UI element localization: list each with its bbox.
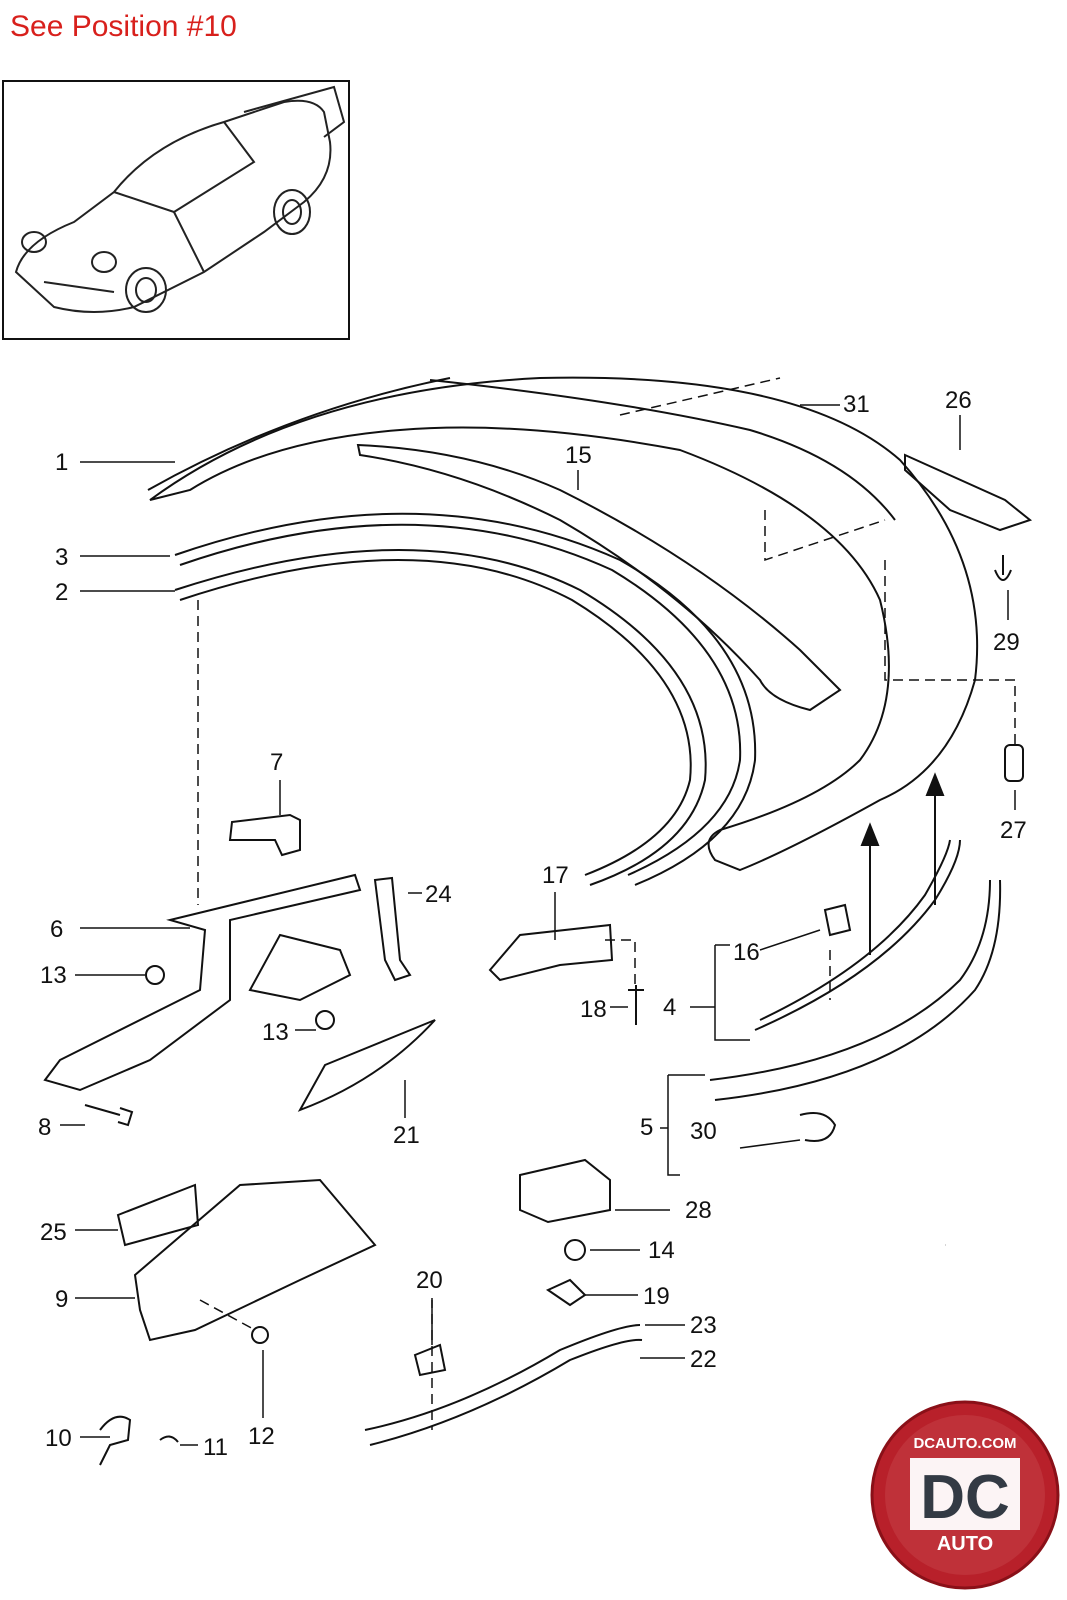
vehicle-thumbnail [2, 80, 350, 340]
logo-sub-text: AUTO [937, 1533, 993, 1555]
callout-27: 27 [1000, 817, 1027, 844]
callout-23: 23 [690, 1312, 717, 1339]
callout-21: 21 [393, 1122, 420, 1149]
callout-30: 30 [690, 1118, 717, 1145]
hardtop-shell [149, 376, 979, 872]
see-position-note: See Position #10 [10, 10, 237, 43]
seal-2 [174, 549, 707, 886]
callout-11: 11 [203, 1434, 228, 1461]
callout-25: 25 [40, 1219, 67, 1246]
callout-22: 22 [690, 1346, 717, 1373]
callout-8: 8 [38, 1114, 51, 1141]
part-24 [373, 876, 412, 982]
callout-13-upper: 13 [40, 962, 67, 989]
callout-15: 15 [565, 442, 592, 469]
callout-7: 7 [270, 749, 283, 776]
callout-17: 17 [542, 862, 569, 889]
trim-strip [147, 377, 451, 491]
callout-16: 16 [733, 939, 760, 966]
callout-1: 1 [55, 449, 68, 476]
part-25 [116, 1183, 200, 1247]
bracket-9 [133, 1178, 377, 1342]
callout-20: 20 [416, 1267, 443, 1294]
logo-main-text: DC [920, 1463, 1010, 1532]
logo-site-text: DCAUTO.COM [913, 1435, 1016, 1452]
callout-10: 10 [45, 1425, 72, 1452]
callout-18: 18 [580, 996, 607, 1023]
part-7 [228, 813, 301, 857]
dcauto-logo: DCAUTO.COM DC AUTO [870, 1400, 1060, 1590]
relay-block-28 [519, 1158, 611, 1224]
part-21 [297, 1019, 436, 1112]
callout-6: 6 [50, 916, 63, 943]
callout-2: 2 [55, 579, 68, 606]
callout-19: 19 [643, 1283, 670, 1310]
callout-24: 24 [425, 881, 452, 908]
callout-9: 9 [55, 1286, 68, 1313]
frame-6 [43, 873, 362, 1092]
callout-28: 28 [685, 1197, 712, 1224]
callout-13-lower: 13 [262, 1019, 289, 1046]
callout-14: 14 [648, 1237, 675, 1264]
callout-3: 3 [55, 544, 68, 571]
callout-5: 5 [640, 1114, 653, 1141]
seal-3 [174, 512, 757, 886]
side-rail [754, 839, 961, 1031]
callout-4: 4 [663, 994, 676, 1021]
callout-29: 29 [993, 629, 1020, 656]
car-icon [14, 85, 346, 313]
callout-31: 31 [843, 391, 870, 418]
bracket-26 [904, 453, 1033, 532]
rail-22 [364, 1324, 641, 1431]
callout-12: 12 [248, 1423, 275, 1450]
part-17 [488, 923, 614, 982]
callout-26: 26 [945, 387, 972, 414]
seal-strip [356, 443, 842, 712]
